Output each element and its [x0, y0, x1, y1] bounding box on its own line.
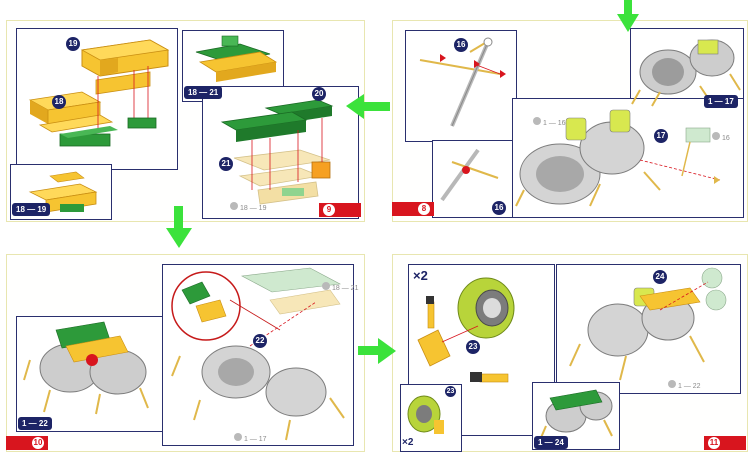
step-22-robot [171, 267, 345, 441]
quantity-top: ×2 [413, 268, 428, 283]
page-number-8: 8 [418, 203, 430, 215]
step-17-badge: 17 [654, 129, 668, 143]
flow-arrow-down-middle [166, 206, 192, 248]
step-24-badge: 24 [653, 270, 667, 284]
step-23-sub-badge: 23 [445, 386, 456, 397]
range-18-19-label: 18 — 19 [12, 203, 51, 216]
step-1-17-robot [631, 39, 741, 107]
step-19-yellow-bricks [28, 39, 170, 147]
range-18-21-grey: 18 — 21 [322, 282, 358, 292]
page-number-11: 11 [708, 437, 720, 449]
page-number-9-tab: 9 [319, 203, 361, 217]
step-1-24-robot [539, 389, 613, 441]
flow-arrow-right [358, 338, 396, 364]
range-1-24-label: 1 — 24 [534, 436, 568, 449]
grey-dot-icon [712, 132, 720, 140]
range-18-19-grey: 18 — 19 [230, 202, 266, 212]
range-1-22-grey: 1 — 22 [668, 380, 701, 390]
grey-dot-icon [234, 433, 242, 441]
step-21-badge: 21 [219, 157, 233, 171]
range-1-17-grey: 1 — 17 [234, 433, 267, 443]
step-23-sub-assembly [407, 395, 444, 434]
page-number-10: 10 [32, 437, 44, 449]
range-18-21-label: 18 — 21 [184, 86, 223, 99]
step-23-wheel-parts [417, 277, 515, 383]
grey-dot-icon [533, 117, 541, 125]
grey-dot-icon [322, 282, 330, 290]
step-22-zoom-detail [171, 271, 281, 341]
range-16-grey: 16 [712, 132, 730, 142]
step-20-badge: 20 [312, 87, 326, 101]
step-16-badge: 16 [454, 38, 468, 52]
step-17-robot [515, 109, 721, 207]
step-18-badge: 18 [52, 95, 66, 109]
step-1-22-robot [23, 321, 149, 415]
step-20-21-assembly [220, 99, 334, 205]
step-24-robot [569, 267, 727, 381]
step-18-21-assembly [195, 35, 278, 82]
flow-arrow-down-top [617, 0, 639, 32]
page-number-10-tab: 10 [6, 436, 48, 450]
step-23-badge: 23 [466, 340, 480, 354]
step-16-rod-assembly [419, 37, 506, 127]
step-22-badge: 22 [253, 334, 267, 348]
range-1-22-label: 1 — 22 [18, 417, 52, 430]
flow-arrow-left [346, 94, 390, 119]
step-19-badge: 19 [66, 37, 80, 51]
range-1-16-grey: 1 — 16 [533, 117, 566, 127]
page-number-8-tab: 8 [392, 202, 434, 216]
page-number-9: 9 [323, 204, 335, 216]
grey-dot-icon [230, 202, 238, 210]
step-16-detail-badge: 16 [492, 201, 506, 215]
quantity-bottom: ×2 [402, 437, 414, 448]
step-16-detail-assembly [440, 148, 499, 202]
page-number-11-tab: 11 [704, 436, 746, 450]
grey-dot-icon [668, 380, 676, 388]
range-1-17-label: 1 — 17 [704, 95, 738, 108]
